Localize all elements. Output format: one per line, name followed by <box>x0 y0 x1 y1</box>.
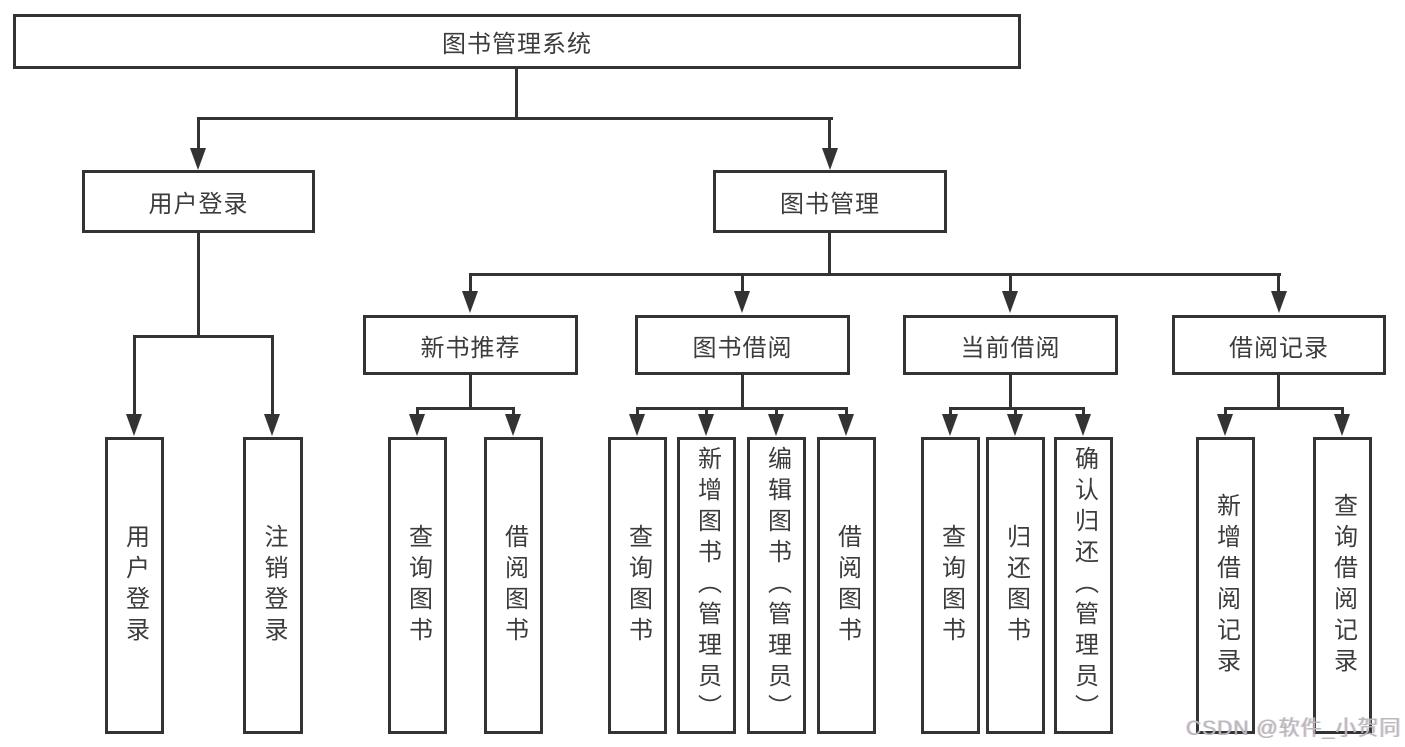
node-label: 新增借阅记录 <box>1212 492 1240 679</box>
connector-to-bb-edit <box>775 407 778 417</box>
connector-book-borrow-crossbar <box>636 407 848 410</box>
connector-to-user-login <box>197 117 200 151</box>
leaf-add-books-admin: 新增图书（管理员） <box>677 437 736 734</box>
arrow-down-icon <box>409 414 425 436</box>
connector-root-stem <box>515 69 518 118</box>
node-label: 用户登录 <box>148 191 249 218</box>
connector-to-bb-add <box>705 407 708 417</box>
node-current-borrowing: 当前借阅 <box>903 315 1118 375</box>
connector-user-login-crossbar <box>133 335 274 338</box>
node-label: 新增图书（管理员） <box>693 446 721 725</box>
node-user-login: 用户登录 <box>82 170 315 233</box>
arrow-down-icon <box>698 414 714 436</box>
node-label: 确认归还（管理员） <box>1070 446 1098 725</box>
connector-to-bb-borrow <box>845 407 848 417</box>
arrow-down-icon <box>838 414 854 436</box>
arrow-down-icon <box>629 414 645 436</box>
leaf-logout: 注销登录 <box>243 437 303 734</box>
node-label: 图书管理系统 <box>442 31 592 58</box>
arrow-down-icon <box>1217 414 1233 436</box>
arrow-down-icon <box>505 414 521 436</box>
leaf-add-borrow-record: 新增借阅记录 <box>1196 437 1255 734</box>
node-label: 新书推荐 <box>420 334 521 362</box>
node-label: 编辑图书（管理员） <box>763 446 791 725</box>
csdn-watermark: CSDN @软件_小贺同学 <box>1186 717 1402 740</box>
leaf-query-books-recommend: 查询图书 <box>388 437 447 734</box>
connector-to-bb-query <box>636 407 639 417</box>
connector-current-borrow-stem <box>1009 375 1012 409</box>
arrow-down-icon <box>462 291 478 313</box>
connector-to-book-borrowing <box>741 273 744 291</box>
node-label: 查询借阅记录 <box>1329 492 1357 679</box>
connector-to-br-query <box>1341 407 1344 417</box>
leaf-borrow-books: 借阅图书 <box>817 437 876 734</box>
node-label: 查询图书 <box>624 523 652 648</box>
arrow-down-icon <box>1002 291 1018 313</box>
connector-to-cb-confirm <box>1082 407 1085 417</box>
node-borrowing-records: 借阅记录 <box>1172 315 1386 375</box>
node-label: 借阅图书 <box>833 523 861 648</box>
node-label: 当前借阅 <box>960 334 1061 362</box>
connector-to-leaf-user-login <box>133 335 136 416</box>
connector-book-mgmt-stem <box>828 233 831 275</box>
connector-to-borrowing-records <box>1277 273 1280 291</box>
node-book-management: 图书管理 <box>713 170 947 233</box>
arrow-down-icon <box>734 291 750 313</box>
leaf-query-borrow-record: 查询借阅记录 <box>1313 437 1372 734</box>
arrow-down-icon <box>1271 291 1287 313</box>
arrow-down-icon <box>190 148 206 170</box>
connector-book-borrow-stem <box>741 375 744 409</box>
arrow-down-icon <box>942 414 958 436</box>
connector-to-nb-borrow <box>512 407 515 417</box>
leaf-edit-books-admin: 编辑图书（管理员） <box>747 437 806 734</box>
leaf-query-books-borrowing: 查询图书 <box>608 437 667 734</box>
leaf-query-books-current: 查询图书 <box>921 437 980 734</box>
node-label: 归还图书 <box>1002 523 1030 648</box>
leaf-user-login: 用户登录 <box>105 437 164 734</box>
node-library-management-system: 图书管理系统 <box>13 14 1021 69</box>
connector-to-nb-query <box>416 407 419 417</box>
node-label: 查询图书 <box>937 523 965 648</box>
connector-new-books-crossbar <box>416 407 515 410</box>
connector-root-crossbar <box>197 117 833 120</box>
connector-borrow-records-crossbar <box>1224 407 1344 410</box>
connector-new-books-stem <box>469 375 472 409</box>
arrow-down-icon <box>1334 414 1350 436</box>
connector-to-br-add <box>1224 407 1227 417</box>
node-label: 借阅记录 <box>1229 334 1329 362</box>
arrow-down-icon <box>1007 414 1023 436</box>
arrow-down-icon <box>264 414 280 436</box>
connector-to-book-management <box>828 117 831 151</box>
connector-current-borrow-crossbar <box>949 407 1085 410</box>
node-label: 查询图书 <box>404 523 432 648</box>
arrow-down-icon <box>1075 414 1091 436</box>
connector-to-leaf-logout <box>271 335 274 416</box>
connector-to-cb-query <box>949 407 952 417</box>
node-label: 图书管理 <box>780 191 880 218</box>
leaf-borrow-books-recommend: 借阅图书 <box>484 437 543 734</box>
arrow-down-icon <box>768 414 784 436</box>
node-book-borrowing: 图书借阅 <box>635 315 850 375</box>
arrow-down-icon <box>126 414 142 436</box>
node-label: 用户登录 <box>121 523 149 648</box>
connector-to-new-books <box>469 273 472 291</box>
node-label: 注销登录 <box>260 523 287 648</box>
node-label: 借阅图书 <box>500 523 528 648</box>
leaf-confirm-return-admin: 确认归还（管理员） <box>1054 437 1113 734</box>
connector-user-login-stem <box>197 233 200 337</box>
connector-borrow-records-stem <box>1277 375 1280 409</box>
leaf-return-books: 归还图书 <box>986 437 1045 734</box>
node-new-book-recommend: 新书推荐 <box>363 315 578 375</box>
connector-book-mgmt-crossbar <box>469 273 1281 276</box>
connector-to-current-borrowing <box>1009 273 1012 291</box>
node-label: 图书借阅 <box>692 334 793 362</box>
arrow-down-icon <box>822 148 838 170</box>
connector-to-cb-return <box>1014 407 1017 417</box>
